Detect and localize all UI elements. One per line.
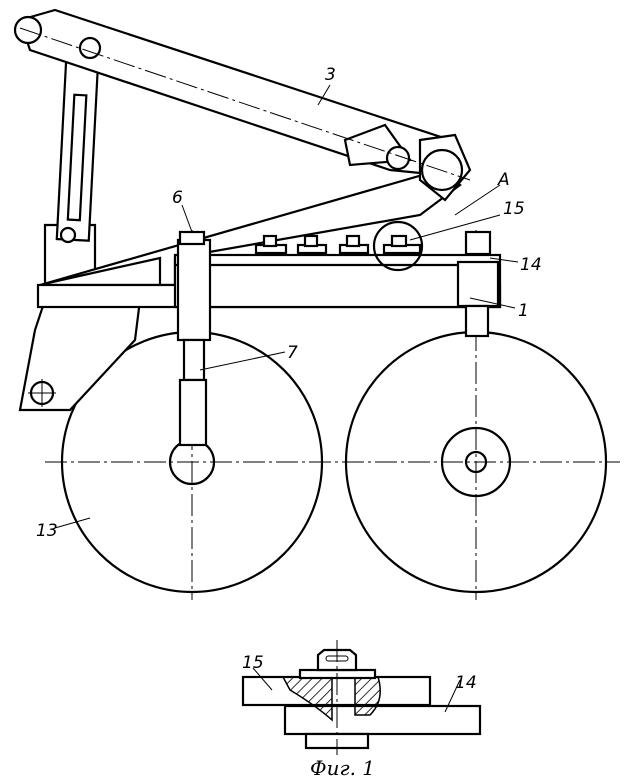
label-plate-15: 15 bbox=[503, 199, 525, 219]
label-frame: 1 bbox=[518, 301, 529, 321]
label-detail-a: A bbox=[497, 170, 510, 190]
figure-caption: Фиг. 1 bbox=[310, 756, 375, 780]
label-detail-plate-15: 15 bbox=[242, 653, 264, 673]
left-post bbox=[178, 232, 210, 445]
label-rod: 7 bbox=[287, 343, 298, 363]
label-detail-plate-14: 14 bbox=[455, 673, 477, 693]
detail-view bbox=[243, 640, 480, 755]
label-wheel: 13 bbox=[36, 521, 58, 541]
label-plate-14: 14 bbox=[520, 255, 542, 275]
label-bolt: 6 bbox=[172, 188, 183, 208]
right-post bbox=[458, 232, 498, 336]
label-arm: 3 bbox=[325, 65, 336, 85]
